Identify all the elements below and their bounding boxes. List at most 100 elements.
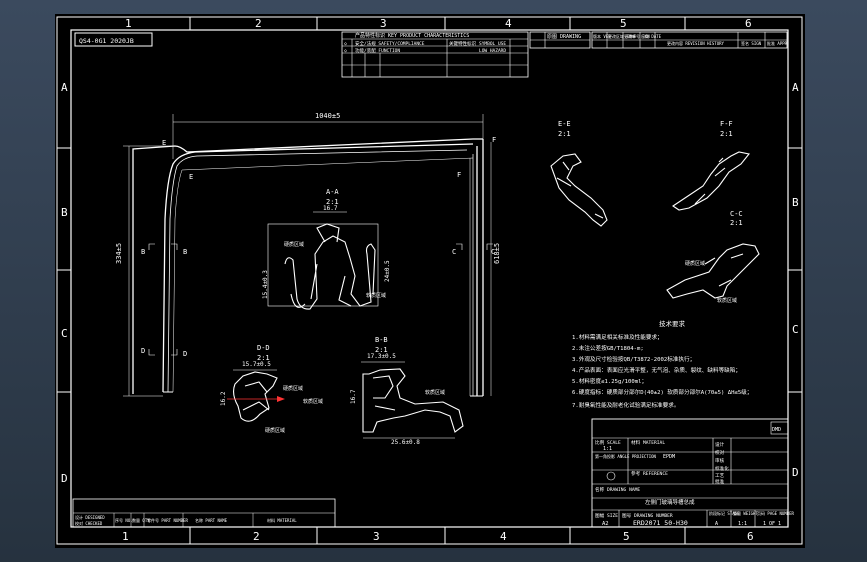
svg-text:日期 DATE: 日期 DATE [641, 33, 662, 39]
svg-text:F: F [492, 136, 496, 144]
svg-text:F: F [457, 171, 461, 179]
svg-text:软质区域: 软质区域 [425, 389, 445, 396]
svg-text:2:1: 2:1 [558, 130, 571, 138]
svg-text:原图 DRAWING: 原图 DRAWING [547, 34, 581, 40]
svg-text:25.6±0.8: 25.6±0.8 [391, 439, 420, 446]
profile-ee [550, 153, 608, 227]
svg-text:批准 APPR: 批准 APPR [767, 40, 788, 46]
svg-text:签名 SIGN: 签名 SIGN [741, 40, 762, 46]
row-labels: A B C D A B C D [61, 81, 799, 485]
row-label: D [61, 472, 68, 485]
svg-text:阶段标记 STAGE: 阶段标记 STAGE [709, 510, 740, 516]
svg-text:D-D: D-D [257, 344, 270, 352]
svg-text:B: B [183, 248, 187, 256]
svg-text:数量 QTY: 数量 QTY [132, 517, 150, 523]
svg-text:C-C: C-C [730, 210, 743, 218]
section-c-c[interactable]: C-C 2:1 硬质区域 软质区域 [666, 210, 760, 304]
svg-text:比例 SCALE: 比例 SCALE [595, 439, 621, 446]
svg-text:软质区域: 软质区域 [366, 292, 386, 299]
svg-text:17.3±0.5: 17.3±0.5 [367, 353, 396, 360]
section-scale: 2:1 [326, 198, 339, 206]
svg-text:图幅 SIZE: 图幅 SIZE [595, 512, 618, 519]
col-label: 2 [255, 17, 262, 30]
note-line: 6.硬度指标：硬质部分邵尔D(40±2) 软质部分邵尔A(70±5) ΔH≤5级… [572, 388, 752, 396]
col-label: 6 [747, 530, 754, 543]
svg-text:B: B [141, 248, 145, 256]
row-label: C [792, 323, 799, 336]
main-view[interactable]: 1040±5 334±5 618±5 E E F F B B C C D D [115, 112, 501, 397]
svg-text:左侧门玻璃导槽总成: 左侧门玻璃导槽总成 [645, 498, 695, 506]
svg-text:批准: 批准 [715, 478, 725, 485]
note-line: 4.产品表面：表面应光滑平整，无气泡、杂质、裂纹、缺料等缺陷； [572, 366, 741, 374]
channel-outline-outer [132, 138, 483, 394]
channel-outline-inner [162, 143, 474, 393]
svg-text:工艺: 工艺 [715, 473, 725, 479]
drawing-number: ERD2071 50-H30 [633, 519, 688, 527]
drawing-sheet [55, 14, 805, 548]
svg-text:LOW HAZARD: LOW HAZARD [479, 48, 506, 54]
svg-text:◇: ◇ [344, 48, 347, 54]
svg-text:软质区域: 软质区域 [303, 398, 323, 405]
svg-text:标准化: 标准化 [715, 465, 729, 472]
svg-text:DMD: DMD [772, 427, 781, 433]
svg-text:审核: 审核 [715, 457, 725, 464]
technical-notes: 技术要求 1.材料需满足相关标准及性能要求； 2.未注公差按GB/T1804-m… [572, 319, 752, 409]
svg-text:安全/法规 SAFETY/COMPLIANCE: 安全/法规 SAFETY/COMPLIANCE [355, 40, 425, 47]
svg-text:F-F: F-F [720, 120, 733, 128]
section-d-d[interactable]: D-D 2:1 15.7±0.5 16.2 硬质区域 软质区域 硬质区域 [220, 344, 323, 434]
svg-text:D: D [183, 350, 187, 358]
section-f-f[interactable]: F-F 2:1 [672, 120, 750, 211]
svg-text:D: D [141, 347, 145, 355]
revision-table: 版本 VER 更改区域 ZONE 更改单号 ECN 日期 DATE 更改内容 R… [591, 31, 788, 49]
svg-text:页码 PAGE NUMBER: 页码 PAGE NUMBER [757, 510, 794, 516]
row-label: D [792, 466, 799, 479]
col-label: 1 [125, 17, 132, 30]
column-labels-bottom: 1 2 3 4 5 6 [122, 530, 754, 543]
svg-text:零件号 PART NUMBER: 零件号 PART NUMBER [147, 517, 188, 523]
top-dimension: 1040±5 [315, 112, 340, 120]
svg-text:版本 VER: 版本 VER [593, 33, 611, 39]
svg-text:设计 DESIGNED: 设计 DESIGNED [75, 514, 105, 520]
svg-text:第一角投影 ANGLE PROJECTION: 第一角投影 ANGLE PROJECTION [595, 453, 657, 459]
characteristics-table: 产品特性标识 KEY PRODUCT CHARACTERISTICS ◇ 安全/… [341, 31, 529, 78]
svg-text:重量 WEIGHT: 重量 WEIGHT [733, 510, 758, 516]
col-label: 3 [380, 17, 387, 30]
svg-text:参考 REFERENCE: 参考 REFERENCE [631, 470, 668, 477]
svg-text:更改区域 ZONE: 更改区域 ZONE [608, 33, 637, 39]
parts-list: 设计 DESIGNED 校对 CHECKED 序号 NO. 数量 QTY 零件号… [72, 498, 336, 528]
svg-text:24±0.5: 24±0.5 [384, 260, 391, 282]
cad-drawing[interactable]: 1 2 3 4 5 6 1 2 3 4 5 6 A B C D A B C D … [55, 14, 805, 548]
section-b-b[interactable]: B-B 2:1 17.3±0.5 软质区域 16.7 25.6±0.8 [350, 336, 464, 446]
svg-text:EPDM: EPDM [663, 454, 675, 460]
svg-text:A2: A2 [602, 521, 609, 527]
svg-text:硬质区域: 硬质区域 [265, 427, 285, 434]
section-a-a[interactable]: A-A 2:1 16.7 硬质区域 软质区域 15.4±0.3 24±0.5 [262, 188, 391, 310]
column-ticks [57, 17, 802, 544]
right-dimension: 618±5 [493, 243, 501, 264]
note-line: 1.材料需满足相关标准及性能要求； [572, 333, 663, 341]
svg-text:硬质区域: 硬质区域 [284, 241, 304, 248]
svg-text:2:1: 2:1 [730, 219, 743, 227]
projection-symbol-icon [606, 471, 616, 481]
notes-title: 技术要求 [659, 319, 686, 328]
svg-text:序号 NO.: 序号 NO. [115, 517, 133, 523]
svg-text:1:1: 1:1 [738, 521, 747, 527]
svg-text:硬质区域: 硬质区域 [685, 260, 705, 267]
profile-ff [672, 151, 750, 211]
col-label: 5 [623, 530, 630, 543]
profile-cc [666, 243, 760, 299]
svg-text:校对 CHECKED: 校对 CHECKED [75, 520, 103, 526]
svg-text:15.4±0.3: 15.4±0.3 [262, 270, 269, 299]
svg-text:E: E [162, 139, 166, 147]
section-title: A-A [326, 188, 339, 196]
svg-text:硬质区域: 硬质区域 [283, 385, 303, 392]
svg-text:B-B: B-B [375, 336, 388, 344]
svg-text:关键特性标识: 关键特性标识 [449, 40, 476, 47]
col-label: 5 [620, 17, 627, 30]
svg-text:材料 MATERIAL: 材料 MATERIAL [631, 439, 665, 446]
svg-text:名称 PART NAME: 名称 PART NAME [195, 517, 228, 523]
column-labels-top: 1 2 3 4 5 6 [125, 17, 752, 30]
svg-text:15.7±0.5: 15.7±0.5 [242, 361, 271, 368]
section-e-e[interactable]: E-E 2:1 [550, 120, 608, 227]
col-label: 1 [122, 530, 129, 543]
